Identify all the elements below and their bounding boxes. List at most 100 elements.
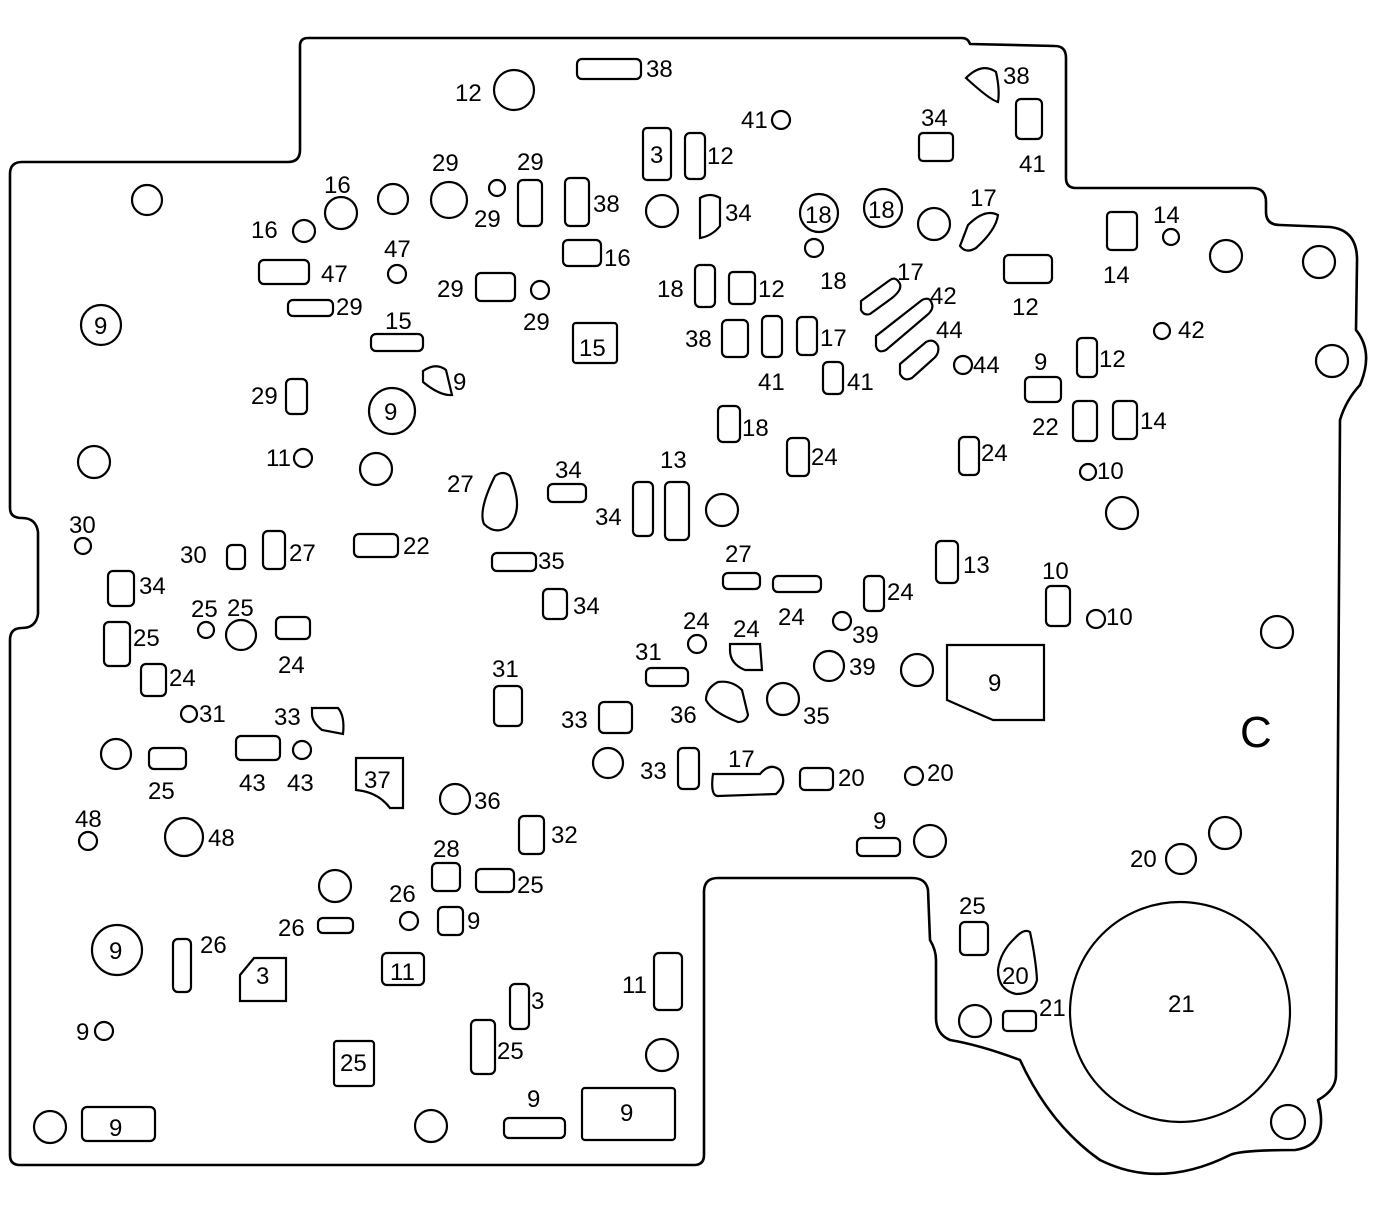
- label: 9: [109, 938, 122, 965]
- label: 25: [959, 893, 986, 920]
- slots: [80, 57, 1139, 1143]
- label: 9: [1034, 349, 1047, 376]
- label: 37: [364, 767, 391, 794]
- label: 33: [561, 707, 588, 734]
- label: 30: [180, 542, 207, 569]
- label: 9: [94, 313, 107, 340]
- label: 41: [758, 369, 785, 396]
- label: 47: [384, 236, 411, 263]
- label: 18: [805, 202, 832, 229]
- label: 34: [555, 457, 582, 484]
- small-orifices: [73, 109, 1181, 1042]
- label: 27: [447, 471, 474, 498]
- label: 27: [725, 541, 752, 568]
- label: 38: [646, 56, 673, 83]
- label: 10: [1097, 458, 1124, 485]
- label: 16: [251, 217, 278, 244]
- label: 29: [336, 294, 363, 321]
- label: 29: [517, 149, 544, 176]
- label: 22: [403, 533, 430, 560]
- label: 24: [811, 444, 838, 471]
- label: 11: [390, 959, 415, 986]
- label: 3: [256, 963, 269, 990]
- label: 9: [620, 1100, 633, 1127]
- label: 29: [432, 150, 459, 177]
- mounting-holes: [32, 68, 1350, 1145]
- label: 38: [593, 191, 620, 218]
- label: 14: [1140, 408, 1167, 435]
- label: 9: [467, 908, 480, 935]
- label: 9: [527, 1086, 540, 1113]
- label: 30: [69, 512, 96, 539]
- label: 16: [604, 245, 631, 272]
- label: 12: [1099, 346, 1126, 373]
- label: 34: [573, 593, 600, 620]
- label: 34: [725, 200, 752, 227]
- label: 31: [492, 656, 519, 683]
- label: 25: [148, 778, 175, 805]
- label: 33: [274, 704, 301, 731]
- label: 44: [973, 352, 1000, 379]
- labels: 12 38 38 41 34 41 3 12 29 29 29 16 16 38…: [69, 56, 1272, 1142]
- label: 18: [742, 415, 769, 442]
- label: 29: [437, 276, 464, 303]
- label: 12: [707, 143, 734, 170]
- label: 44: [936, 317, 963, 344]
- label: 35: [803, 703, 830, 730]
- port-21-large: [1068, 900, 1292, 1124]
- label: 18: [657, 276, 684, 303]
- label: 25: [517, 872, 544, 899]
- label: 9: [109, 1115, 122, 1142]
- label: 26: [389, 881, 416, 908]
- label: 10: [1106, 604, 1133, 631]
- label: 20: [927, 760, 954, 787]
- label: 17: [897, 259, 924, 286]
- label: 20: [1002, 963, 1029, 990]
- plate-outline: [8, 36, 1368, 1176]
- label: 22: [1032, 414, 1059, 441]
- label: 41: [847, 369, 874, 396]
- label: 9: [988, 670, 1001, 697]
- label: 24: [169, 665, 196, 692]
- label: 42: [930, 283, 957, 310]
- label: 26: [278, 915, 305, 942]
- label: 25: [227, 595, 254, 622]
- label: 25: [133, 625, 160, 652]
- label: 36: [670, 702, 697, 729]
- label: 24: [733, 616, 760, 643]
- label: 28: [433, 836, 460, 863]
- label: 17: [728, 746, 755, 773]
- label: 43: [287, 770, 314, 797]
- label: 14: [1153, 202, 1180, 229]
- label: 13: [660, 447, 687, 474]
- label: 9: [453, 369, 466, 396]
- label: 34: [595, 504, 622, 531]
- label: 29: [474, 206, 501, 233]
- label: 39: [852, 622, 879, 649]
- label: 39: [849, 654, 876, 681]
- label: 20: [1130, 846, 1157, 873]
- label: 18: [820, 268, 847, 295]
- label: 25: [497, 1038, 524, 1065]
- label: 27: [289, 540, 316, 567]
- label: 32: [551, 822, 578, 849]
- label: 15: [579, 335, 606, 362]
- label: 3: [650, 142, 663, 169]
- label: 13: [963, 552, 990, 579]
- label: 48: [75, 806, 102, 833]
- label: 16: [324, 172, 351, 199]
- mount-hole: [1269, 1103, 1307, 1141]
- label: 29: [251, 383, 278, 410]
- label: 36: [474, 788, 501, 815]
- label: 41: [741, 107, 768, 134]
- label: 41: [1019, 151, 1046, 178]
- label: 42: [1178, 317, 1205, 344]
- label: 10: [1042, 558, 1069, 585]
- label: 34: [139, 573, 166, 600]
- label: 47: [321, 261, 348, 288]
- label: 35: [538, 548, 565, 575]
- label: 12: [758, 276, 785, 303]
- label: 17: [820, 325, 847, 352]
- label: 29: [523, 309, 550, 336]
- label: 15: [385, 308, 412, 335]
